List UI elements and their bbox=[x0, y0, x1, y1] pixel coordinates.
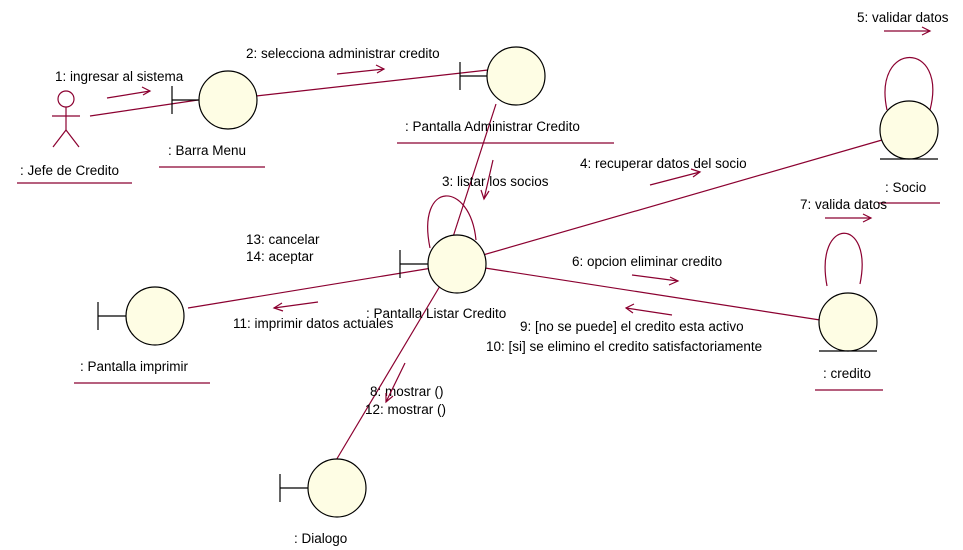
object-labels: : Jefe de Credito : Barra Menu : Pantall… bbox=[17, 119, 940, 546]
self-link-socio bbox=[884, 57, 934, 111]
link-barra-admin bbox=[255, 69, 489, 97]
msg-1: 1: ingresar al sistema bbox=[55, 69, 184, 84]
label-pantalla-listar-credito: : Pantalla Listar Credito bbox=[366, 306, 506, 321]
object-socio[interactable] bbox=[879, 100, 939, 160]
msg-12: 12: mostrar () bbox=[365, 402, 446, 417]
arrow-msg-3 bbox=[480, 159, 494, 201]
link-listar-dialogo bbox=[334, 285, 441, 463]
msg-7: 7: valida datos bbox=[800, 197, 887, 212]
label-socio: : Socio bbox=[885, 180, 926, 195]
message-labels: 1: ingresar al sistema 2: selecciona adm… bbox=[55, 10, 949, 417]
label-barra-menu: : Barra Menu bbox=[168, 143, 246, 158]
actor-jefe-de-credito[interactable] bbox=[52, 90, 80, 148]
arrow-msg-9-10 bbox=[624, 303, 673, 316]
link-listar-socio bbox=[482, 139, 883, 256]
arrow-msg-6 bbox=[631, 274, 680, 286]
object-credito[interactable] bbox=[818, 292, 878, 352]
msg-3: 3: listar los socios bbox=[442, 174, 549, 189]
arrow-msg-5 bbox=[884, 26, 932, 36]
msg-13: 13: cancelar bbox=[246, 232, 320, 247]
self-link-credito bbox=[824, 232, 863, 287]
label-pantalla-imprimir: : Pantalla imprimir bbox=[80, 359, 189, 374]
msg-9: 9: [no se puede] el credito esta activo bbox=[520, 319, 744, 334]
msg-6: 6: opcion eliminar credito bbox=[572, 254, 722, 269]
arrow-msg-7 bbox=[825, 213, 873, 223]
link-admin-listar bbox=[451, 103, 497, 241]
link-listar-imprimir bbox=[187, 267, 433, 309]
arrow-msg-1 bbox=[106, 86, 152, 99]
msg-11: 11: imprimir datos actuales bbox=[233, 316, 394, 331]
label-pantalla-administrar-credito: : Pantalla Administrar Credito bbox=[405, 119, 580, 134]
msg-8: 8: mostrar () bbox=[370, 384, 444, 399]
arrow-msg-4 bbox=[649, 168, 702, 186]
label-credito: : credito bbox=[823, 366, 871, 381]
msg-2: 2: selecciona administrar credito bbox=[246, 46, 440, 61]
self-link-listar bbox=[427, 195, 477, 249]
message-arrows bbox=[106, 26, 932, 404]
object-barra-menu[interactable] bbox=[171, 70, 258, 130]
label-jefe-de-credito: : Jefe de Credito bbox=[20, 163, 119, 178]
object-pantalla-listar-credito[interactable] bbox=[399, 234, 487, 294]
label-dialogo: : Dialogo bbox=[294, 531, 347, 546]
links bbox=[89, 57, 934, 463]
object-pantalla-administrar-credito[interactable] bbox=[459, 46, 546, 106]
link-actor-barra bbox=[89, 99, 199, 117]
arrow-msg-2 bbox=[336, 64, 386, 75]
arrow-msg-11 bbox=[272, 301, 319, 312]
arrow-msg-8-12 bbox=[385, 362, 406, 404]
msg-5: 5: validar datos bbox=[857, 10, 949, 25]
object-dialogo[interactable] bbox=[279, 458, 367, 518]
msg-14: 14: aceptar bbox=[246, 249, 314, 264]
object-pantalla-imprimir[interactable] bbox=[97, 286, 185, 346]
msg-10: 10: [si] se elimino el credito satisfact… bbox=[486, 339, 762, 354]
link-listar-credito bbox=[484, 267, 821, 321]
msg-4: 4: recuperar datos del socio bbox=[580, 156, 747, 171]
